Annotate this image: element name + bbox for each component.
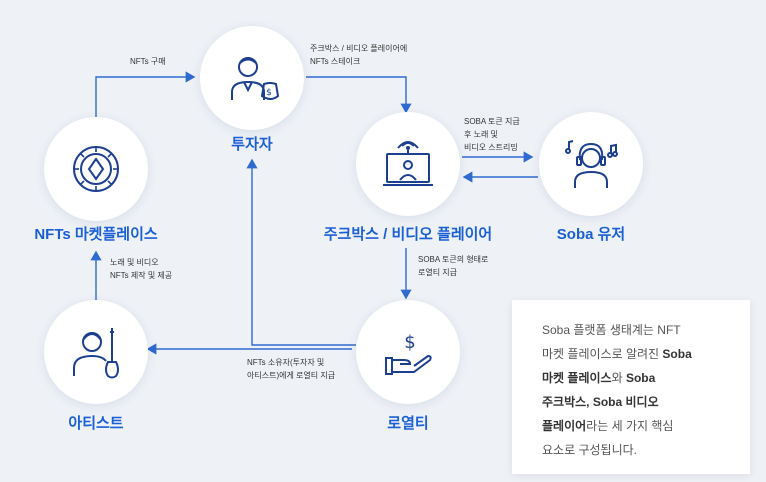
- label-line: 로열티 지급: [418, 268, 458, 277]
- callout-text: 와: [611, 371, 626, 385]
- description-callout: Soba 플랫폼 생태계는 NFT 마켓 플레이스로 알려진 Soba 마켓 플…: [512, 300, 750, 474]
- svg-text:$: $: [266, 88, 272, 98]
- node-user: [539, 112, 643, 216]
- label-line: 아티스트)에게 로열티 지급: [247, 371, 336, 380]
- dollar-hand-icon: $: [385, 332, 432, 375]
- title-royalty: 로열티: [387, 415, 429, 432]
- callout-line: 주크박스, Soba 비디오: [542, 390, 730, 414]
- callout-bold: Soba: [662, 347, 692, 361]
- node-artist: [44, 300, 148, 404]
- callout-bold: 주크박스, Soba 비디오: [542, 395, 659, 409]
- svg-text:$: $: [404, 332, 415, 353]
- label-player-to-royalty: SOBA 토큰의 형태로 로열티 지급: [418, 253, 488, 279]
- callout-bold: 플레이어: [542, 419, 587, 433]
- node-player: [356, 112, 460, 216]
- guitar-artist-icon: [73, 328, 119, 379]
- label-line: NFTs 제작 및 제공: [110, 271, 173, 280]
- title-user: Soba 유저: [556, 226, 626, 243]
- label-line: SOBA 토큰의 형태로: [418, 255, 489, 264]
- label-line: NFTs 구매: [130, 57, 166, 66]
- callout-text: Soba 플랫폼 생태계는 NFT: [542, 323, 681, 337]
- callout-text: 요소로 구성됩니다.: [542, 443, 637, 457]
- label-line: NFTs 스테이크: [310, 57, 361, 66]
- label-line: SOBA 토큰 지급: [464, 117, 520, 126]
- label-artist-to-marketplace: 노래 및 비디오 NFTs 제작 및 제공: [110, 256, 172, 282]
- callout-bold: 마켓 플레이스: [542, 371, 612, 385]
- callout-line: 플레이어라는 세 가지 핵심: [542, 414, 730, 438]
- callout-line: Soba 플랫폼 생태계는 NFT: [542, 318, 730, 342]
- callout-line: 마켓 플레이스와 Soba: [542, 366, 730, 390]
- label-line: NFTs 소유자(투자자 및: [247, 358, 325, 367]
- callout-line: 요소로 구성됩니다.: [542, 438, 730, 462]
- arrow-marketplace-to-investor: [95, 71, 196, 117]
- investor-icon: $: [231, 57, 280, 100]
- callout-text: 마켓 플레이스로 알려진: [542, 347, 663, 361]
- title-investor: 투자자: [231, 136, 273, 153]
- callout-text: 라는 세 가지 핵심: [586, 419, 674, 433]
- node-investor: $: [200, 26, 304, 130]
- title-artist: 아티스트: [68, 415, 124, 432]
- callout-bold: Soba: [625, 371, 656, 385]
- headphone-user-icon: [565, 140, 618, 188]
- title-marketplace: NFTs 마켓플레이스: [34, 226, 158, 243]
- label-line: 후 노래 및: [464, 130, 498, 139]
- arrow-royalty-to-investor: [246, 158, 356, 346]
- video-player-icon: [383, 141, 433, 186]
- label-royalty-to-artist: NFTs 소유자(투자자 및 아티스트)에게 로열티 지급: [247, 356, 335, 382]
- label-player-to-user: SOBA 토큰 지급 후 노래 및 비디오 스트리밍: [464, 115, 520, 154]
- diamond-token-icon: [73, 146, 119, 192]
- node-royalty: $: [356, 300, 460, 404]
- label-line: 비디오 스트리밍: [464, 143, 518, 152]
- label-marketplace-to-investor: NFTs 구매: [130, 55, 166, 68]
- arrow-investor-to-player: [306, 76, 412, 114]
- label-line: 주크박스 / 비디오 플레이어에: [310, 44, 408, 53]
- node-marketplace: [44, 117, 148, 221]
- label-line: 노래 및 비디오: [110, 258, 159, 267]
- title-player: 주크박스 / 비디오 플레이어: [323, 226, 493, 243]
- label-investor-to-player: 주크박스 / 비디오 플레이어에 NFTs 스테이크: [310, 42, 407, 68]
- callout-line: 마켓 플레이스로 알려진 Soba: [542, 342, 730, 366]
